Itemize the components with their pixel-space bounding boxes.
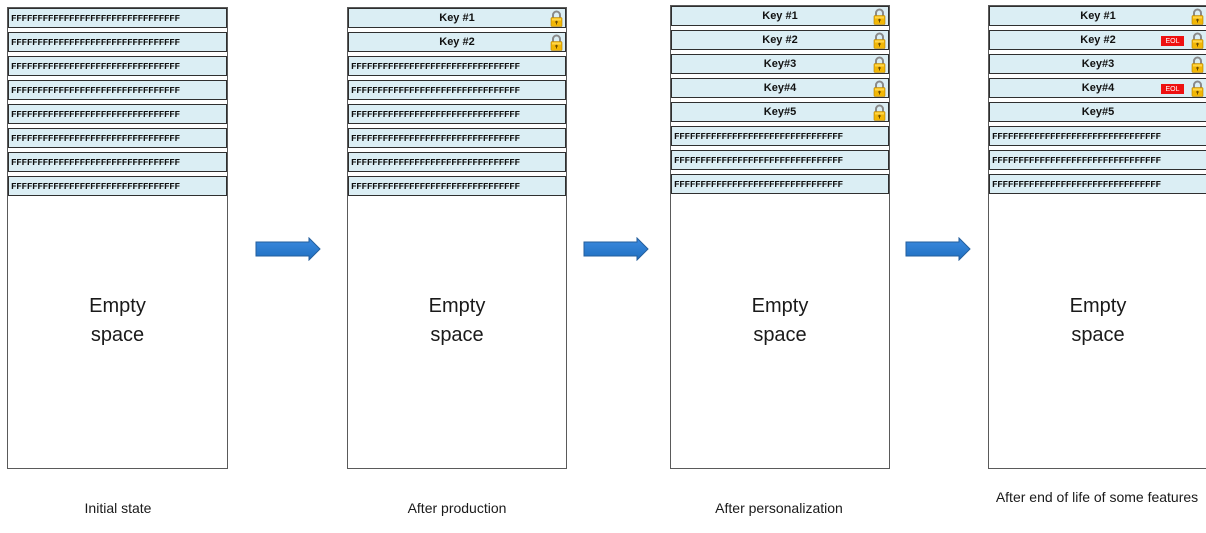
erased-slot: FFFFFFFFFFFFFFFFFFFFFFFFFFFFFFFF: [8, 152, 227, 172]
empty-space-line2: space: [430, 324, 484, 346]
erased-slot: FFFFFFFFFFFFFFFFFFFFFFFFFFFFFFFF: [348, 176, 566, 196]
key-label: Key #1: [762, 10, 798, 22]
eol-badge: EOL: [1161, 36, 1184, 46]
right-arrow-icon: [255, 237, 321, 261]
key-label: Key#5: [763, 106, 797, 118]
memory-panel: Key #1 Key #2 FFFFFFFFFFFFFFFFFFFFFFFFFFFF…: [347, 7, 567, 469]
key-label: Key#3: [1081, 58, 1115, 70]
erased-slot: FFFFFFFFFFFFFFFFFFFFFFFFFFFFFFFF: [8, 128, 227, 148]
key-slot: Key#3: [989, 54, 1206, 74]
empty-space-line1: Empty: [89, 295, 146, 317]
empty-space-line2: space: [1071, 324, 1125, 346]
empty-space-line2: space: [753, 324, 807, 346]
key-label: Key #2: [762, 34, 798, 46]
key-slot: Key #1: [989, 6, 1206, 26]
erased-slot: FFFFFFFFFFFFFFFFFFFFFFFFFFFFFFFF: [989, 174, 1206, 194]
right-arrow-icon: [905, 237, 971, 261]
erased-slot: FFFFFFFFFFFFFFFFFFFFFFFFFFFFFFFF: [8, 8, 227, 28]
padlock-icon: [1191, 32, 1204, 49]
erased-slot: FFFFFFFFFFFFFFFFFFFFFFFFFFFFFFFF: [8, 56, 227, 76]
erased-slot: FFFFFFFFFFFFFFFFFFFFFFFFFFFFFFFF: [8, 80, 227, 100]
empty-space-line1: Empty: [751, 295, 809, 317]
key-slot: Key#4 EOL: [989, 78, 1206, 98]
right-arrow-icon: [583, 237, 649, 261]
padlock-icon: [1191, 80, 1204, 97]
padlock-icon: [550, 10, 563, 27]
empty-space-label: Empty space: [348, 292, 566, 350]
key-label: Key #1: [439, 12, 475, 24]
erased-slot: FFFFFFFFFFFFFFFFFFFFFFFFFFFFFFFF: [348, 152, 566, 172]
padlock-icon: [873, 56, 886, 73]
erased-slot: FFFFFFFFFFFFFFFFFFFFFFFFFFFFFFFF: [348, 104, 566, 124]
erased-slot: FFFFFFFFFFFFFFFFFFFFFFFFFFFFFFFF: [671, 126, 889, 146]
erased-slot: FFFFFFFFFFFFFFFFFFFFFFFFFFFFFFFF: [8, 176, 227, 196]
state-caption: After end of life of some features: [995, 489, 1199, 505]
key-label: Key#4: [1081, 82, 1115, 94]
key-label: Key #2: [439, 36, 475, 48]
empty-space-line1: Empty: [428, 295, 486, 317]
state-caption: After production: [407, 500, 507, 516]
key-label: Key#5: [1081, 106, 1115, 118]
key-slot: Key #1: [348, 8, 566, 28]
memory-panel: FFFFFFFFFFFFFFFFFFFFFFFFFFFFFFFF FFFFFFFF…: [7, 7, 228, 469]
padlock-icon: [1191, 8, 1204, 25]
padlock-icon: [873, 80, 886, 97]
erased-slot: FFFFFFFFFFFFFFFFFFFFFFFFFFFFFFFF: [348, 80, 566, 100]
key-slot: Key #2: [348, 32, 566, 52]
erased-slot: FFFFFFFFFFFFFFFFFFFFFFFFFFFFFFFF: [348, 56, 566, 76]
erased-slot: FFFFFFFFFFFFFFFFFFFFFFFFFFFFFFFF: [989, 150, 1206, 170]
key-label: Key#4: [763, 82, 797, 94]
key-slot: Key#4: [671, 78, 889, 98]
erased-slot: FFFFFFFFFFFFFFFFFFFFFFFFFFFFFFFF: [8, 32, 227, 52]
padlock-icon: [873, 104, 886, 121]
state-caption: After personalization: [715, 500, 843, 516]
eol-badge: EOL: [1161, 84, 1184, 94]
key-label: Key #2: [1080, 34, 1116, 46]
key-slot: Key#5: [671, 102, 889, 122]
key-label: Key #1: [1080, 10, 1116, 22]
key-slot: Key #1: [671, 6, 889, 26]
empty-space-label: Empty space: [989, 292, 1206, 350]
empty-space-label: Empty space: [671, 292, 889, 350]
empty-space-label: Empty space: [8, 292, 227, 350]
padlock-icon: [873, 8, 886, 25]
erased-slot: FFFFFFFFFFFFFFFFFFFFFFFFFFFFFFFF: [671, 174, 889, 194]
empty-space-line1: Empty: [1069, 295, 1127, 317]
key-slot: Key#5: [989, 102, 1206, 122]
erased-slot: FFFFFFFFFFFFFFFFFFFFFFFFFFFFFFFF: [989, 126, 1206, 146]
key-slot: Key #2 EOL: [989, 30, 1206, 50]
key-slot: Key#3: [671, 54, 889, 74]
padlock-icon: [550, 34, 563, 51]
state-caption: Initial state: [84, 500, 152, 516]
key-slot: Key #2: [671, 30, 889, 50]
erased-slot: FFFFFFFFFFFFFFFFFFFFFFFFFFFFFFFF: [671, 150, 889, 170]
erased-slot: FFFFFFFFFFFFFFFFFFFFFFFFFFFFFFFF: [348, 128, 566, 148]
empty-space-line2: space: [90, 324, 145, 346]
key-label: Key#3: [763, 58, 797, 70]
erased-slot: FFFFFFFFFFFFFFFFFFFFFFFFFFFFFFFF: [8, 104, 227, 124]
padlock-icon: [873, 32, 886, 49]
padlock-icon: [1191, 56, 1204, 73]
